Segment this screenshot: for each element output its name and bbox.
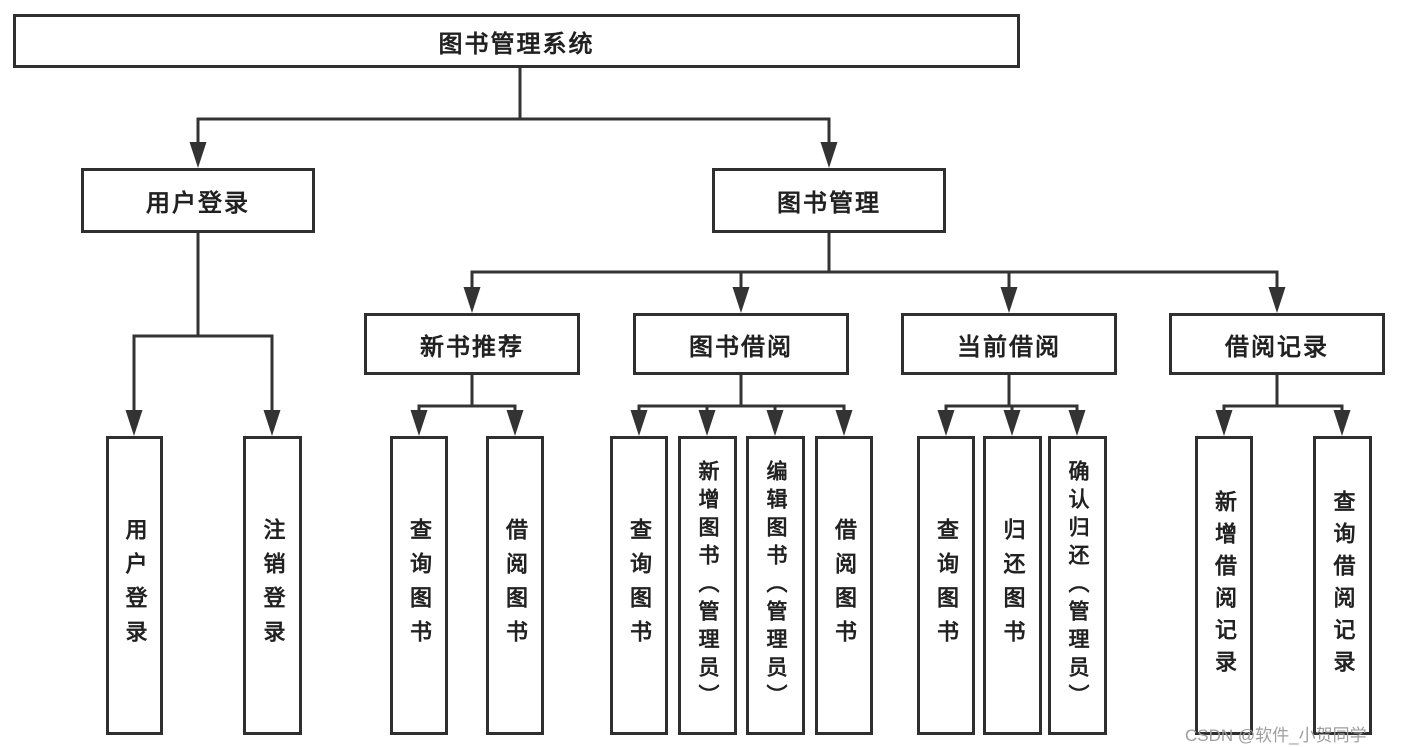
- node-current-borrow: 当前借阅: [901, 313, 1117, 375]
- leaf-recommend-query-books: 查询图书: [390, 436, 448, 735]
- leaf-confirm-return-admin-label: 确认归还（管理员）: [1066, 459, 1089, 712]
- leaf-edit-books-admin: 编辑图书（管理员）: [746, 436, 805, 735]
- node-book-borrow: 图书借阅: [633, 313, 849, 375]
- leaf-add-books-admin-label: 新增图书（管理员）: [696, 459, 719, 712]
- leaf-recommend-query-books-label: 查询图书: [407, 517, 432, 654]
- leaf-current-query-books: 查询图书: [917, 436, 975, 735]
- leaf-query-borrow-record-label: 查询借阅记录: [1330, 489, 1356, 682]
- node-user-login-label: 用户登录: [146, 190, 250, 217]
- leaf-edit-books-admin-label: 编辑图书（管理员）: [764, 459, 787, 712]
- leaf-add-borrow-record-label: 新增借阅记录: [1212, 489, 1237, 682]
- node-book-management-label: 图书管理: [777, 190, 881, 217]
- leaf-add-books-admin: 新增图书（管理员）: [678, 436, 737, 735]
- leaf-recommend-borrow-books: 借阅图书: [486, 436, 544, 735]
- leaf-current-query-books-label: 查询图书: [934, 517, 959, 654]
- node-new-book-recommend-label: 新书推荐: [420, 333, 524, 361]
- leaf-query-borrow-record: 查询借阅记录: [1313, 436, 1372, 735]
- leaf-borrow-books-label: 借阅图书: [832, 517, 857, 654]
- node-current-borrow-label: 当前借阅: [957, 333, 1061, 361]
- leaf-borrow-query-books-label: 查询图书: [627, 517, 652, 654]
- node-root-label: 图书管理系统: [438, 30, 595, 58]
- node-user-login: 用户登录: [81, 168, 315, 233]
- leaf-logout: 注销登录: [243, 436, 302, 735]
- node-book-management: 图书管理: [712, 168, 946, 233]
- leaf-return-books-label: 归还图书: [1000, 517, 1026, 654]
- leaf-recommend-borrow-books-label: 借阅图书: [503, 517, 528, 654]
- node-borrow-records: 借阅记录: [1169, 313, 1385, 375]
- leaf-logout-label: 注销登录: [260, 517, 286, 654]
- leaf-confirm-return-admin: 确认归还（管理员）: [1048, 436, 1107, 735]
- leaf-add-borrow-record: 新增借阅记录: [1195, 436, 1253, 735]
- node-root-system: 图书管理系统: [13, 14, 1020, 68]
- leaf-user-login: 用户登录: [106, 436, 163, 735]
- node-borrow-records-label: 借阅记录: [1225, 333, 1329, 361]
- leaf-user-login-label: 用户登录: [122, 517, 148, 654]
- leaf-return-books: 归还图书: [983, 436, 1042, 735]
- node-new-book-recommend: 新书推荐: [364, 313, 580, 375]
- leaf-borrow-books: 借阅图书: [815, 436, 873, 735]
- leaf-borrow-query-books: 查询图书: [610, 436, 668, 735]
- csdn-watermark: CSDN @软件_小贺同学: [1185, 726, 1367, 745]
- node-book-borrow-label: 图书借阅: [689, 333, 793, 361]
